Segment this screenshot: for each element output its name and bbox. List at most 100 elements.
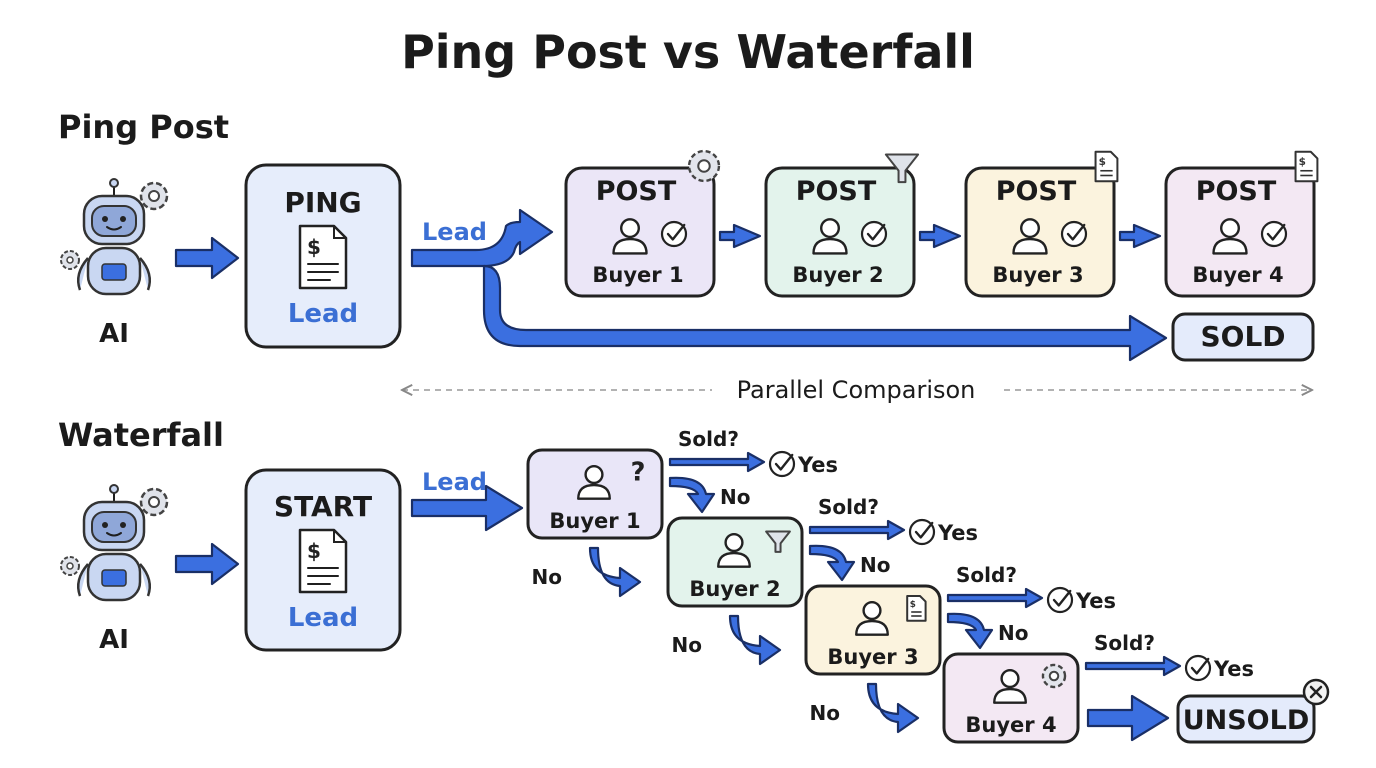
check-icon xyxy=(1184,654,1212,682)
waterfall-buyer-4: Buyer 4 Sold? Yes xyxy=(942,631,1254,744)
person-icon xyxy=(855,600,889,636)
arrow-buyer-4-to-unsold xyxy=(1086,694,1170,742)
sold-label: SOLD xyxy=(1200,320,1285,353)
arrow-buyer-2-sold-yes xyxy=(808,519,906,541)
gear-icon xyxy=(687,149,721,183)
buyer-label: Buyer 2 xyxy=(792,263,883,287)
post-box-buyer-1: POST Buyer 1 xyxy=(564,149,721,298)
divider-label: Parallel Comparison xyxy=(737,376,976,404)
person-icon xyxy=(1012,218,1048,255)
post-box-buyer-2: POST Buyer 2 xyxy=(764,153,920,298)
no-label: No xyxy=(998,621,1028,645)
waterfall-lead-arrow-label: Lead xyxy=(422,468,487,496)
ping-doc-label: Lead xyxy=(288,299,358,329)
no-label: No xyxy=(532,565,562,589)
arrow-buyer-1-no-right xyxy=(668,476,716,514)
svg-text:$: $ xyxy=(307,235,321,259)
gear-icon xyxy=(60,556,80,576)
sold-question-label: Sold? xyxy=(1094,631,1155,655)
arrow-buyer-1-sold-yes xyxy=(668,451,766,473)
post-heading: POST xyxy=(996,176,1077,207)
no-label: No xyxy=(810,701,840,725)
gear-icon xyxy=(1041,663,1067,689)
yes-label: Yes xyxy=(1213,657,1254,681)
arrow-post-3-to-4 xyxy=(1118,223,1162,249)
arrow-agent-to-ping xyxy=(174,236,240,280)
document-icon: $ xyxy=(298,528,348,594)
agent-label-ping: AI xyxy=(99,319,129,349)
buyer-label: Buyer 4 xyxy=(1192,263,1283,287)
buyer-label: Buyer 2 xyxy=(689,577,780,601)
arrow-agent-to-start xyxy=(174,542,240,586)
svg-text:?: ? xyxy=(631,458,646,488)
no-label: No xyxy=(860,553,890,577)
check-icon xyxy=(1046,586,1074,614)
yes-label: Yes xyxy=(937,521,978,545)
buyer-label: Buyer 3 xyxy=(827,645,918,669)
arrow-post-2-to-3 xyxy=(918,223,962,249)
svg-text:$: $ xyxy=(1099,156,1106,168)
svg-text:$: $ xyxy=(307,539,321,563)
arrow-start-to-buyer-1 xyxy=(410,484,524,532)
funnel-icon xyxy=(765,530,791,553)
arrow-ping-to-post xyxy=(410,208,554,268)
check-icon xyxy=(660,220,688,248)
gear-icon xyxy=(139,181,169,211)
close-icon xyxy=(1302,678,1330,706)
buyer-label: Buyer 4 xyxy=(965,713,1056,737)
post-heading: POST xyxy=(596,176,677,207)
post-heading: POST xyxy=(796,176,877,207)
post-box-buyer-4: POST Buyer 4 $ xyxy=(1164,150,1319,298)
section-label-ping-post: Ping Post xyxy=(58,108,229,146)
arrow-buyer-3-no-right xyxy=(946,612,994,650)
yes-label: Yes xyxy=(797,453,838,477)
check-icon xyxy=(860,220,888,248)
gear-icon xyxy=(139,487,169,517)
person-icon xyxy=(577,464,611,500)
ping-heading: PING xyxy=(284,186,361,219)
svg-text:$: $ xyxy=(910,600,916,610)
arrow-buyer-3-sold-yes xyxy=(946,587,1044,609)
unsold-label: UNSOLD xyxy=(1183,705,1310,736)
buyer-label: Buyer 1 xyxy=(549,509,640,533)
page-title: Ping Post vs Waterfall xyxy=(401,25,975,79)
ping-lead-arrow-label: Lead xyxy=(422,218,487,246)
person-icon xyxy=(612,218,648,255)
post-box-buyer-3: POST Buyer 3 $ xyxy=(964,150,1119,298)
post-heading: POST xyxy=(1196,176,1277,207)
yes-label: Yes xyxy=(1075,589,1116,613)
buyer-label: Buyer 1 xyxy=(592,263,683,287)
buyer-label: Buyer 3 xyxy=(992,263,1083,287)
robot-agent-waterfall xyxy=(60,484,169,602)
check-icon xyxy=(768,450,796,478)
document-icon: $ xyxy=(1294,150,1319,183)
arrow-post-1-to-2 xyxy=(718,223,762,249)
sold-question-label: Sold? xyxy=(818,495,879,519)
arrow-buyer-1-no-down xyxy=(588,546,642,598)
person-icon xyxy=(717,532,751,568)
start-doc-label: Lead xyxy=(288,603,358,633)
arrow-buyer-4-sold-yes xyxy=(1084,655,1182,677)
no-label: No xyxy=(672,633,702,657)
arrow-buyer-2-no-right xyxy=(808,544,856,582)
sold-question-label: Sold? xyxy=(678,427,739,451)
gear-icon xyxy=(60,250,80,270)
sold-box xyxy=(1171,312,1315,362)
arrow-buyer-3-no-down xyxy=(866,682,920,734)
sold-question-label: Sold? xyxy=(956,563,1017,587)
check-icon xyxy=(1260,220,1288,248)
document-icon: $ xyxy=(1094,150,1119,183)
person-icon xyxy=(812,218,848,255)
person-icon xyxy=(1212,218,1248,255)
check-icon xyxy=(1060,220,1088,248)
robot-agent-ping xyxy=(60,178,169,296)
unsold-box xyxy=(1176,694,1316,744)
svg-text:$: $ xyxy=(1299,156,1306,168)
check-icon xyxy=(908,518,936,546)
section-label-waterfall: Waterfall xyxy=(58,416,224,454)
document-icon: $ xyxy=(298,224,348,290)
start-heading: START xyxy=(274,490,372,523)
